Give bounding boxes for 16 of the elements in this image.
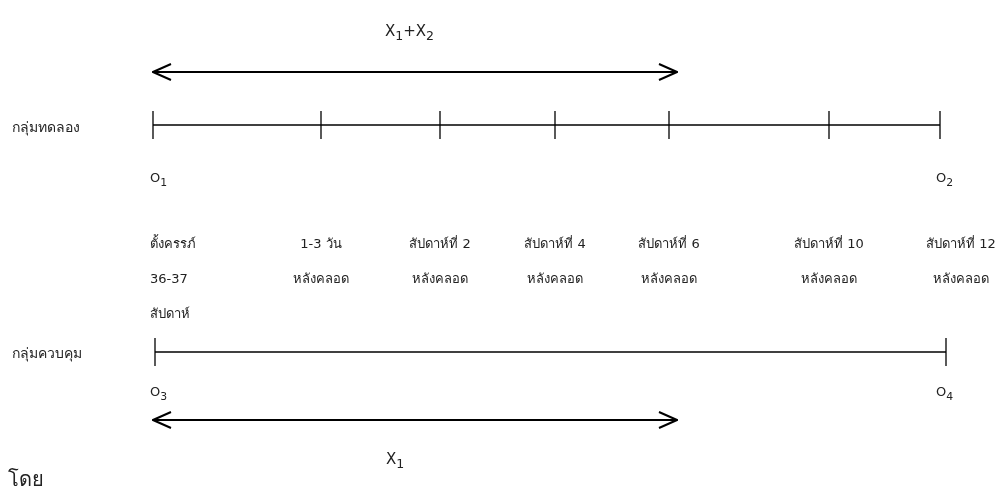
observation-label: O$_{2}$	[936, 169, 955, 191]
time-label: สัปดาห์ที่ 6 หลังคลอด	[637, 234, 701, 288]
span-label: X$_{1}$	[386, 449, 406, 473]
time-label: สัปดาห์ที่ 2 หลังคลอด	[408, 234, 472, 288]
observation-label: O$_{4}$	[936, 383, 955, 405]
time-label: สัปดาห์ที่ 10 หลังคลอด	[793, 234, 865, 288]
time-label: สัปดาห์ที่ 4 หลังคลอด	[523, 234, 587, 288]
group-label: กลุ่มควบคุม	[12, 344, 83, 364]
time-label: ตั้งครรภ์ 36-37 สัปดาห์	[150, 233, 197, 323]
note-text: โดย	[8, 466, 45, 492]
time-label: 1-3 วัน หลังคลอด	[292, 235, 350, 288]
time-label: สัปดาห์ที่ 12 หลังคลอด	[925, 234, 997, 288]
group-label: กลุ่มทดลอง	[12, 118, 81, 138]
span-label: X$_{1}$+X$_{2}$	[385, 21, 436, 45]
observation-label: O$_{3}$	[150, 383, 169, 405]
observation-label: O$_{1}$	[150, 169, 169, 191]
